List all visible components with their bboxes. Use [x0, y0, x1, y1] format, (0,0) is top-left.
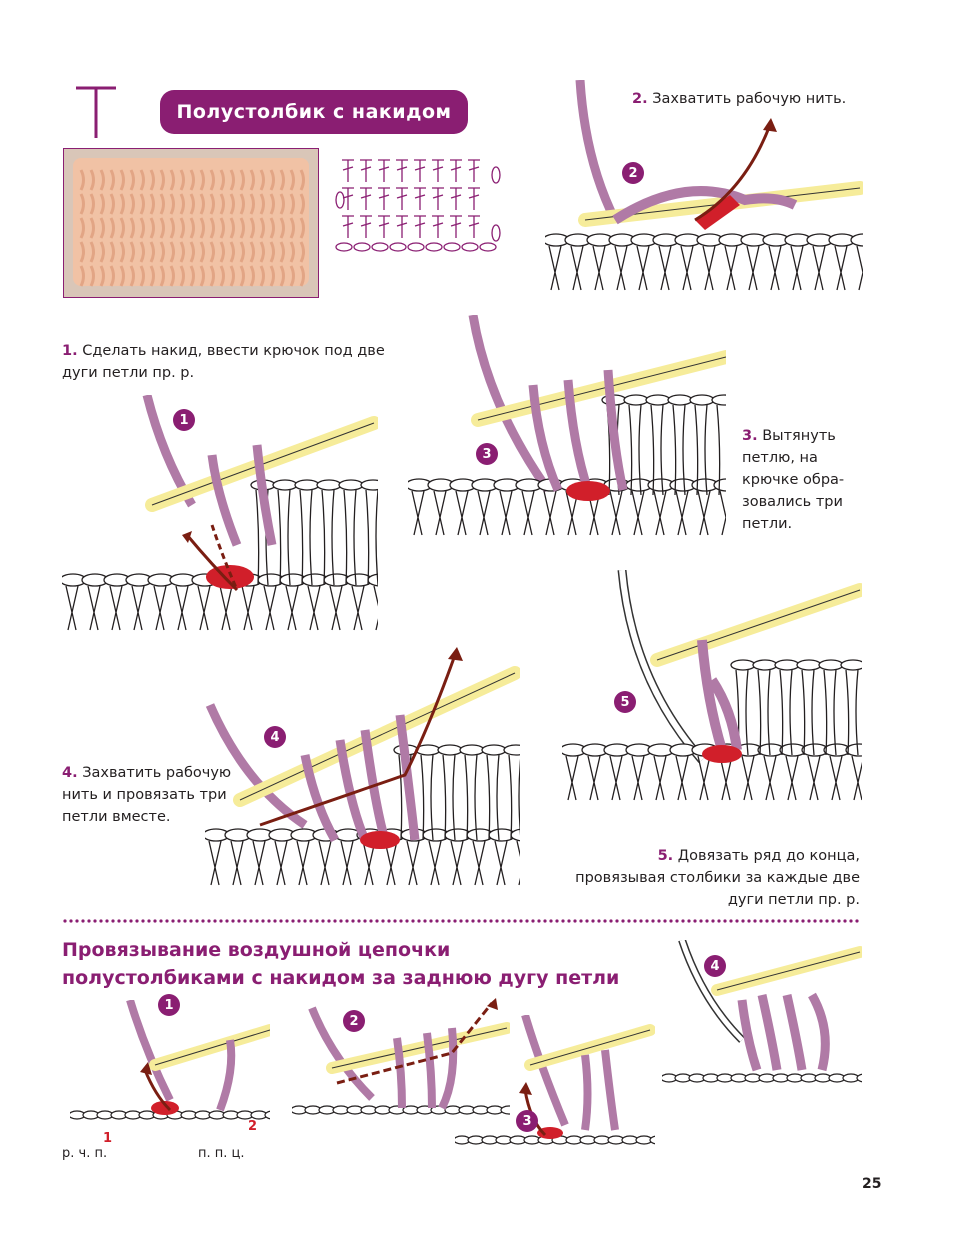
step-badge-4: 4 — [264, 726, 286, 748]
page-number: 25 — [862, 1176, 882, 1192]
step-3-caption: 3. Вытянуть петлю, на крючке обра- зовал… — [742, 428, 845, 532]
step-badge-3: 3 — [476, 443, 498, 465]
section-2-title: Провязывание воздушной цепочки полустолб… — [62, 939, 620, 989]
step-5-illustration — [562, 570, 862, 801]
section-letter — [76, 86, 116, 138]
step-1-caption: 1. Сделать накид, ввести крючок под две … — [62, 343, 385, 381]
step-badge-5: 5 — [614, 691, 636, 713]
step-2-illustration — [545, 80, 863, 291]
knitted-swatch-photo — [63, 148, 319, 298]
chain-badge-3: 3 — [516, 1110, 538, 1132]
chain-badge-4: 4 — [704, 955, 726, 977]
step-2-caption: 2. Захватить рабочую нить. — [632, 91, 847, 107]
step-4-illustration — [205, 647, 520, 886]
step-1-illustration — [62, 395, 378, 631]
chain-step-3-illustration — [455, 1015, 655, 1145]
section-divider — [63, 919, 859, 923]
step-badge-1: 1 — [173, 409, 195, 431]
label-chain: п. п. ц. — [198, 1146, 245, 1161]
step-4-caption: 4. Захватить рабочую нить и провязать тр… — [62, 765, 232, 825]
chain-step-1-illustration — [70, 1000, 270, 1120]
chain-badge-2: 2 — [343, 1010, 365, 1032]
chain-badge-1: 1 — [158, 994, 180, 1016]
chain-step-2-illustration — [292, 998, 510, 1115]
stitch-symbol-chart — [335, 159, 501, 252]
chain-step-4-illustration — [662, 940, 862, 1083]
step-badge-2: 2 — [622, 162, 644, 184]
step-3-illustration — [408, 315, 726, 536]
page-title: Полустолбик с накидом — [160, 90, 468, 134]
marker-1: 1 — [103, 1131, 113, 1146]
step-5-caption: 5. Довязать ряд до конца, провязывая сто… — [575, 848, 860, 908]
marker-2: 2 — [248, 1119, 258, 1134]
label-working-loop: р. ч. п. — [62, 1146, 108, 1161]
